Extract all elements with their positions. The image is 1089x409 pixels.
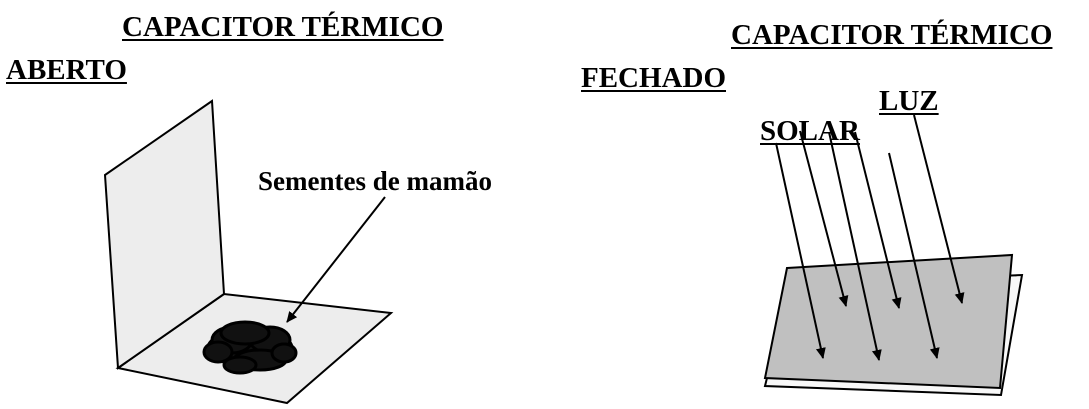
solar-label: SOLAR xyxy=(760,115,860,147)
open-capacitor-back-panel xyxy=(103,99,226,370)
open-capacitor-drawing xyxy=(103,99,394,405)
sun-ray-3 xyxy=(828,131,882,361)
sun-ray-4 xyxy=(854,131,902,309)
sunlight-rays xyxy=(775,114,965,361)
sun-ray-6 xyxy=(913,114,965,304)
open-capacitor-subtitle: ABERTO xyxy=(6,54,127,86)
papaya-seeds-clump xyxy=(202,320,298,375)
sun-ray-2 xyxy=(799,130,849,307)
closed-capacitor-top-sheet xyxy=(763,253,1014,390)
light-label: LUZ xyxy=(879,85,939,117)
seeds-pointer-arrow xyxy=(286,196,386,323)
closed-capacitor-title: CAPACITOR TÉRMICO xyxy=(731,19,1053,51)
closed-capacitor-subtitle: FECHADO xyxy=(581,62,726,94)
closed-capacitor-drawing xyxy=(763,114,1024,397)
sun-ray-5 xyxy=(888,152,940,359)
open-capacitor-title: CAPACITOR TÉRMICO xyxy=(122,11,444,43)
papaya-seeds-label: Sementes de mamão xyxy=(258,166,492,196)
sun-ray-1 xyxy=(775,142,826,359)
